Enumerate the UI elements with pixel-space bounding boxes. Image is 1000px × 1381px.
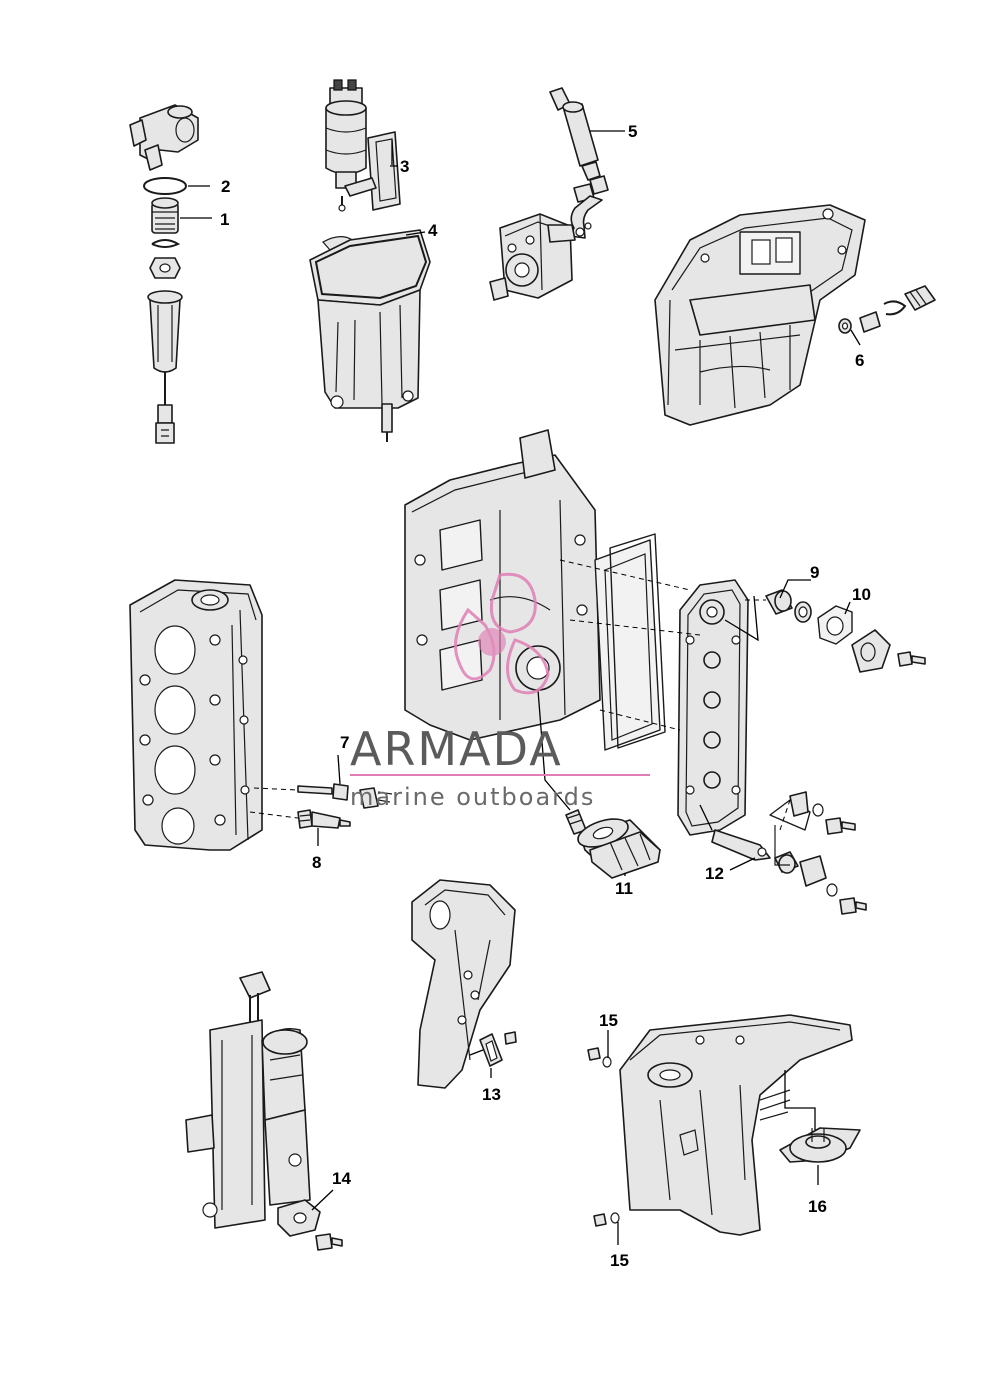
gearcase	[619, 1014, 853, 1236]
thermostat-gasket-10	[817, 605, 926, 673]
callout-9: 9	[810, 563, 819, 582]
anode-13	[479, 1031, 517, 1067]
watermark-logo-icon	[454, 572, 550, 695]
temperature-sensor-7	[297, 783, 393, 809]
drain-screw-upper-15	[587, 1047, 612, 1068]
inline-fuel-filter	[549, 87, 609, 239]
steering-bracket	[411, 879, 516, 1089]
oil-filter-11	[565, 809, 661, 879]
lower-cowl-adapter	[654, 204, 866, 426]
spark-plug-8	[297, 809, 351, 829]
anode-hardware	[769, 791, 867, 915]
anode-12	[711, 829, 799, 874]
callout-8: 8	[312, 853, 321, 872]
thermostat-9	[765, 589, 812, 623]
watermark-underline	[350, 774, 650, 776]
callout-1: 1	[220, 210, 229, 229]
fuel-pump-assembly	[325, 79, 401, 212]
block-gaskets	[594, 533, 666, 751]
callout-12: 12	[705, 864, 724, 883]
callout-15-lower: 15	[610, 1251, 629, 1270]
assembly-lines	[249, 559, 791, 866]
watermark: ARMADA marine outboards	[350, 572, 650, 811]
callout-6: 6	[855, 351, 864, 370]
callout-13: 13	[482, 1085, 501, 1104]
exhaust-cover	[677, 579, 749, 836]
callout-16: 16	[808, 1197, 827, 1216]
power-trim-unit	[185, 971, 311, 1229]
drain-screw-lower-15	[593, 1212, 620, 1227]
callout-5: 5	[628, 122, 637, 141]
watermark-brand: ARMADA	[350, 722, 563, 776]
vapor-separator-tank	[309, 229, 431, 442]
engine-block	[404, 429, 601, 741]
watermark-tagline: marine outboards	[350, 783, 595, 811]
cylinder-head	[129, 579, 263, 851]
fuel-filter-assembly	[129, 104, 199, 444]
callout-4: 4	[428, 221, 438, 240]
leader-lines	[180, 130, 861, 1245]
callout-3: 3	[400, 157, 409, 176]
fitting-kit-6	[838, 285, 936, 334]
callout-7: 7	[340, 733, 349, 752]
callouts: 2 1 3 4 5 6 7 8 9 10 11 12 13 14 15 15 1…	[220, 122, 871, 1270]
anode-14	[277, 1199, 343, 1251]
callout-11: 11	[615, 879, 633, 898]
callout-15-upper: 15	[599, 1011, 618, 1030]
high-pressure-fuel-pump	[489, 213, 592, 301]
trim-tab-anode-16	[779, 1127, 861, 1163]
callout-2: 2	[221, 177, 230, 196]
callout-14: 14	[332, 1169, 351, 1188]
callout-10: 10	[852, 585, 871, 604]
